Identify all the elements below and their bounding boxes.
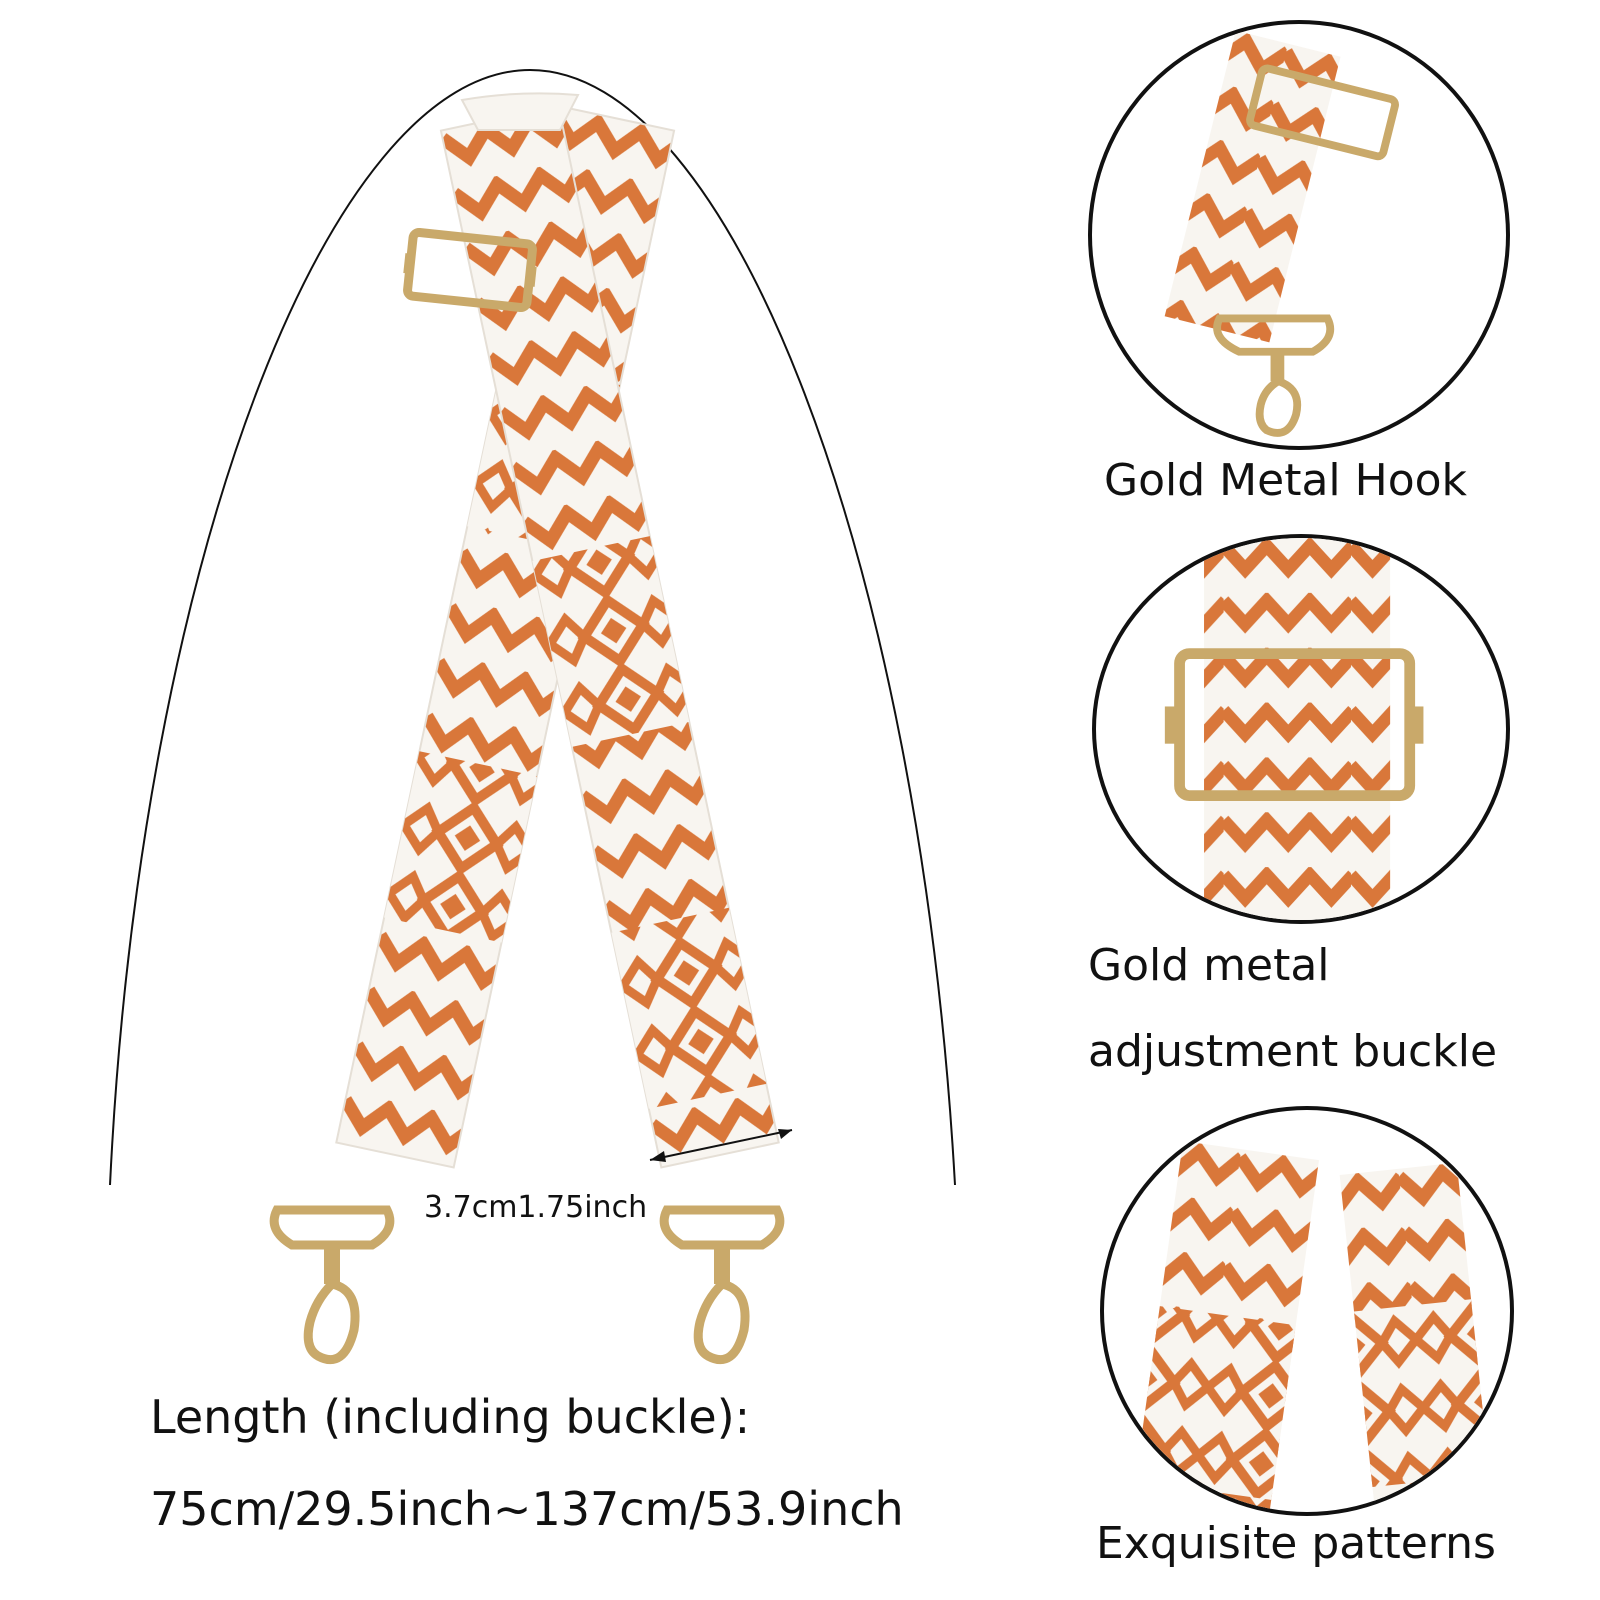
width-dimension-arrow <box>649 1129 793 1162</box>
right-hook-icon <box>659 1205 785 1365</box>
adjustment-buckle-detail-icon <box>1164 538 1424 920</box>
strap-pattern-icon <box>1125 1141 1498 1512</box>
length-line-1: Length (including buckle): <box>150 1390 751 1444</box>
length-line-2: 75cm/29.5inch~137cm/53.9inch <box>150 1482 904 1536</box>
feature-circle-buckle <box>1092 534 1510 924</box>
adjustment-buckle-icon <box>403 227 537 313</box>
strap-illustration <box>109 68 956 1365</box>
feature-caption-hook: Gold Metal Hook <box>1104 455 1468 506</box>
left-hook-icon <box>269 1205 395 1365</box>
strap-arc-outline <box>109 68 956 1186</box>
width-label: 3.7cm1.75inch <box>424 1190 648 1225</box>
strap-top-fold <box>460 92 580 131</box>
gold-hook-icon <box>1164 30 1399 437</box>
feature-caption-buckle-line-2: adjustment buckle <box>1088 1026 1498 1077</box>
right-strap-band <box>439 104 780 1169</box>
feature-caption-pattern: Exquisite patterns <box>1096 1518 1496 1569</box>
feature-caption-buckle-line-1: Gold metal <box>1088 940 1330 991</box>
feature-circle-pattern <box>1100 1106 1514 1516</box>
feature-circle-hook <box>1088 20 1510 450</box>
